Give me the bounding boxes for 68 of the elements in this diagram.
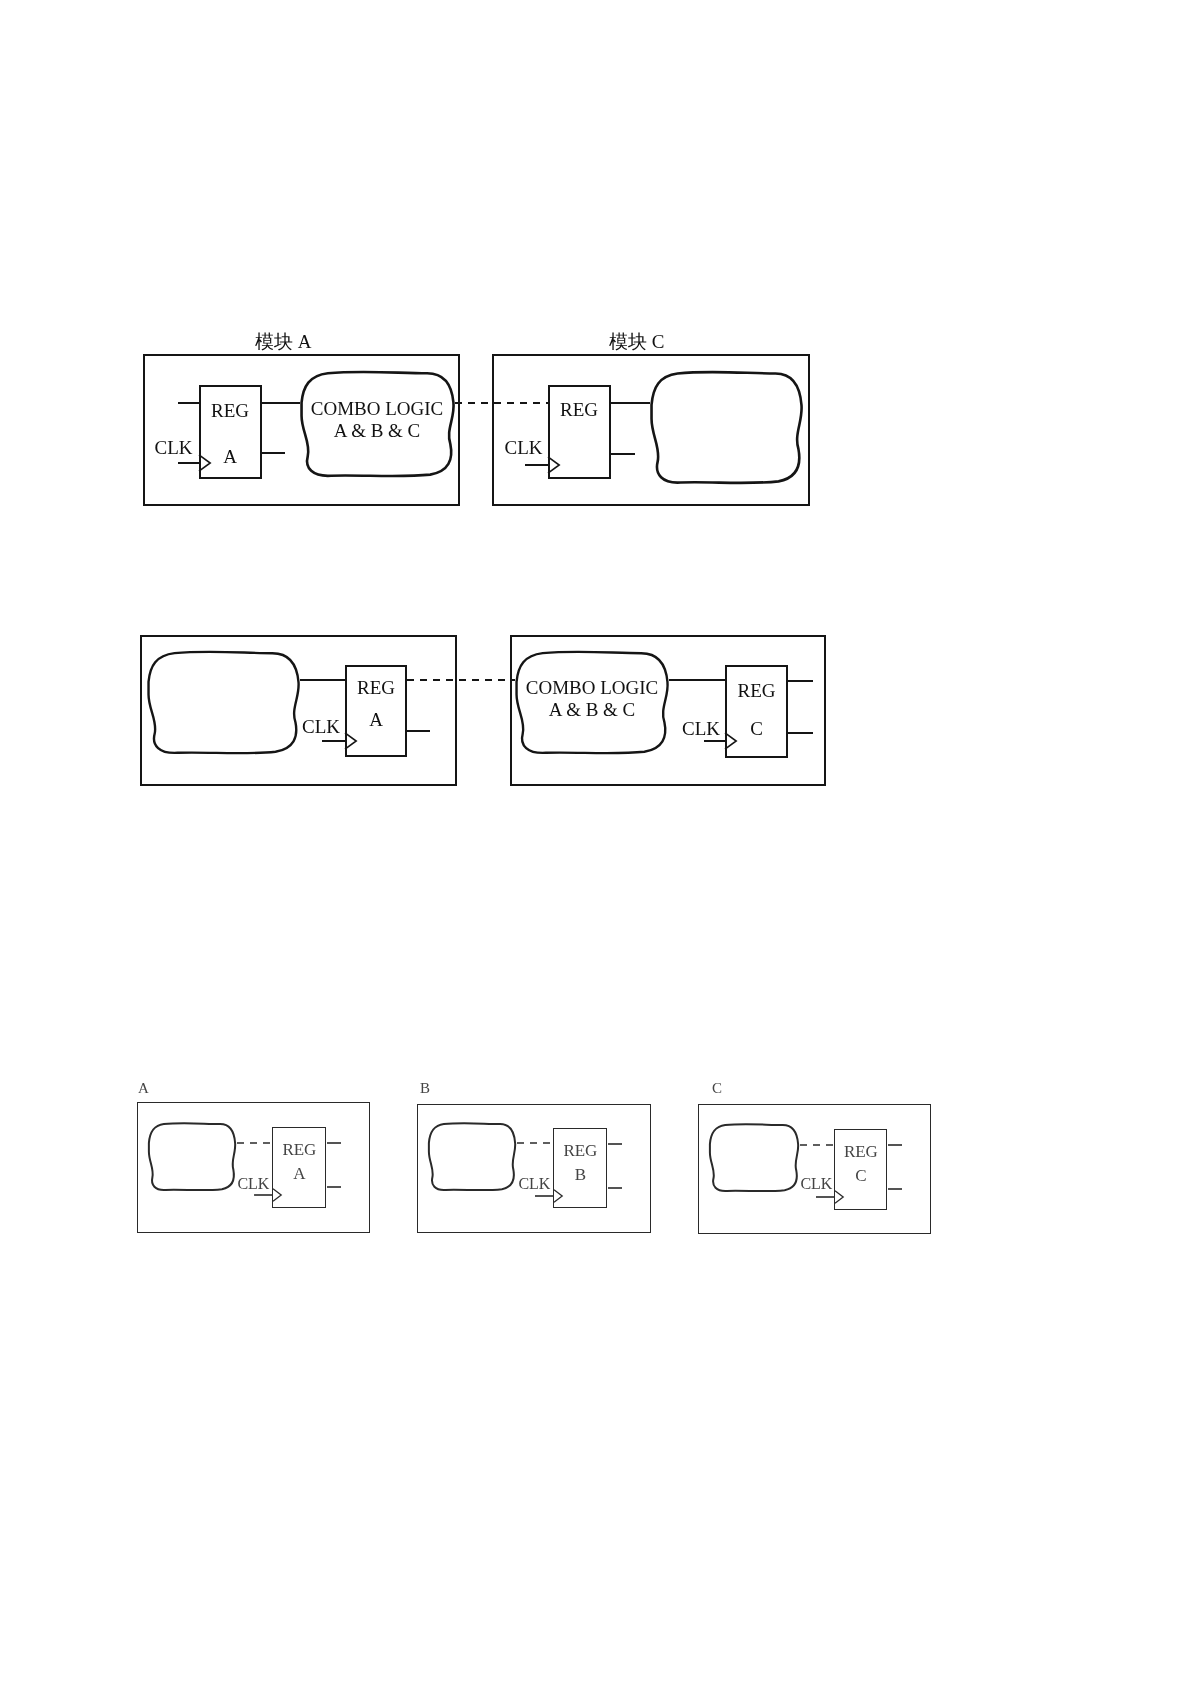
module-title: A xyxy=(138,1081,149,1096)
module-title: B xyxy=(420,1081,430,1096)
wire xyxy=(887,1144,903,1146)
register-box xyxy=(547,384,611,479)
register-name: C xyxy=(750,719,763,738)
register-box xyxy=(725,665,788,758)
register-label: REG xyxy=(211,400,249,420)
register-name: A xyxy=(223,446,237,466)
logic-label: COMBO LOGIC A & B & C xyxy=(309,397,445,442)
register-label: REG xyxy=(282,1141,317,1159)
register-box xyxy=(834,1129,888,1211)
logic-cloud xyxy=(147,650,300,756)
register-name: C xyxy=(855,1167,867,1185)
register-name: A xyxy=(369,710,383,729)
wire xyxy=(887,1188,903,1190)
register-name: B xyxy=(574,1166,587,1184)
wire xyxy=(610,453,636,455)
wire xyxy=(787,680,814,682)
wire xyxy=(299,679,346,681)
clock-pin-label: CLK xyxy=(504,437,543,457)
register-label: REG xyxy=(563,1142,598,1160)
module-box xyxy=(140,635,457,786)
logic-cloud xyxy=(649,369,803,486)
clock-pin-label: CLK xyxy=(154,437,193,457)
wire xyxy=(610,402,651,404)
wire xyxy=(261,402,301,404)
clock-pin-label: CLK xyxy=(682,719,720,738)
wire xyxy=(261,452,286,454)
clock-pin-label: CLK xyxy=(302,717,340,736)
clock-arrow xyxy=(534,1189,563,1203)
module-title: 模块 A xyxy=(255,332,312,351)
register-label: REG xyxy=(560,399,598,419)
wire xyxy=(326,1142,342,1144)
register-box xyxy=(198,384,262,479)
clock-arrow xyxy=(703,732,737,750)
clock-pin-label: CLK xyxy=(800,1176,833,1193)
register-label: REG xyxy=(357,678,395,697)
register-label: REG xyxy=(737,681,776,700)
clock-arrow xyxy=(253,1188,282,1202)
clock-pin-label: CLK xyxy=(518,1176,551,1193)
wire xyxy=(326,1186,342,1188)
clock-arrow xyxy=(524,456,560,474)
logic-cloud xyxy=(515,650,669,756)
clock-arrow xyxy=(815,1190,844,1204)
module-box xyxy=(510,635,826,786)
module-title: 模块 C xyxy=(609,332,665,351)
wire xyxy=(668,679,726,681)
module-title: C xyxy=(712,1081,722,1096)
logic-label: COMBO LOGIC A & B & C xyxy=(524,677,660,721)
logic-cloud xyxy=(709,1123,800,1194)
register-box xyxy=(345,665,407,757)
dashed-wire xyxy=(454,402,549,404)
register-name: A xyxy=(293,1165,306,1183)
wire xyxy=(607,1143,623,1145)
register-label: REG xyxy=(843,1143,878,1161)
wire xyxy=(787,732,814,734)
logic-cloud xyxy=(428,1122,517,1193)
logic-cloud xyxy=(148,1122,237,1193)
dashed-wire xyxy=(799,1144,836,1146)
wire xyxy=(607,1187,623,1189)
register-box xyxy=(553,1128,608,1209)
logic-cloud xyxy=(299,369,455,479)
dashed-wire xyxy=(406,679,516,681)
clock-arrow xyxy=(177,454,211,472)
wire xyxy=(177,402,200,404)
clock-pin-label: CLK xyxy=(237,1176,270,1193)
register-box xyxy=(272,1127,327,1209)
wire xyxy=(406,730,431,732)
